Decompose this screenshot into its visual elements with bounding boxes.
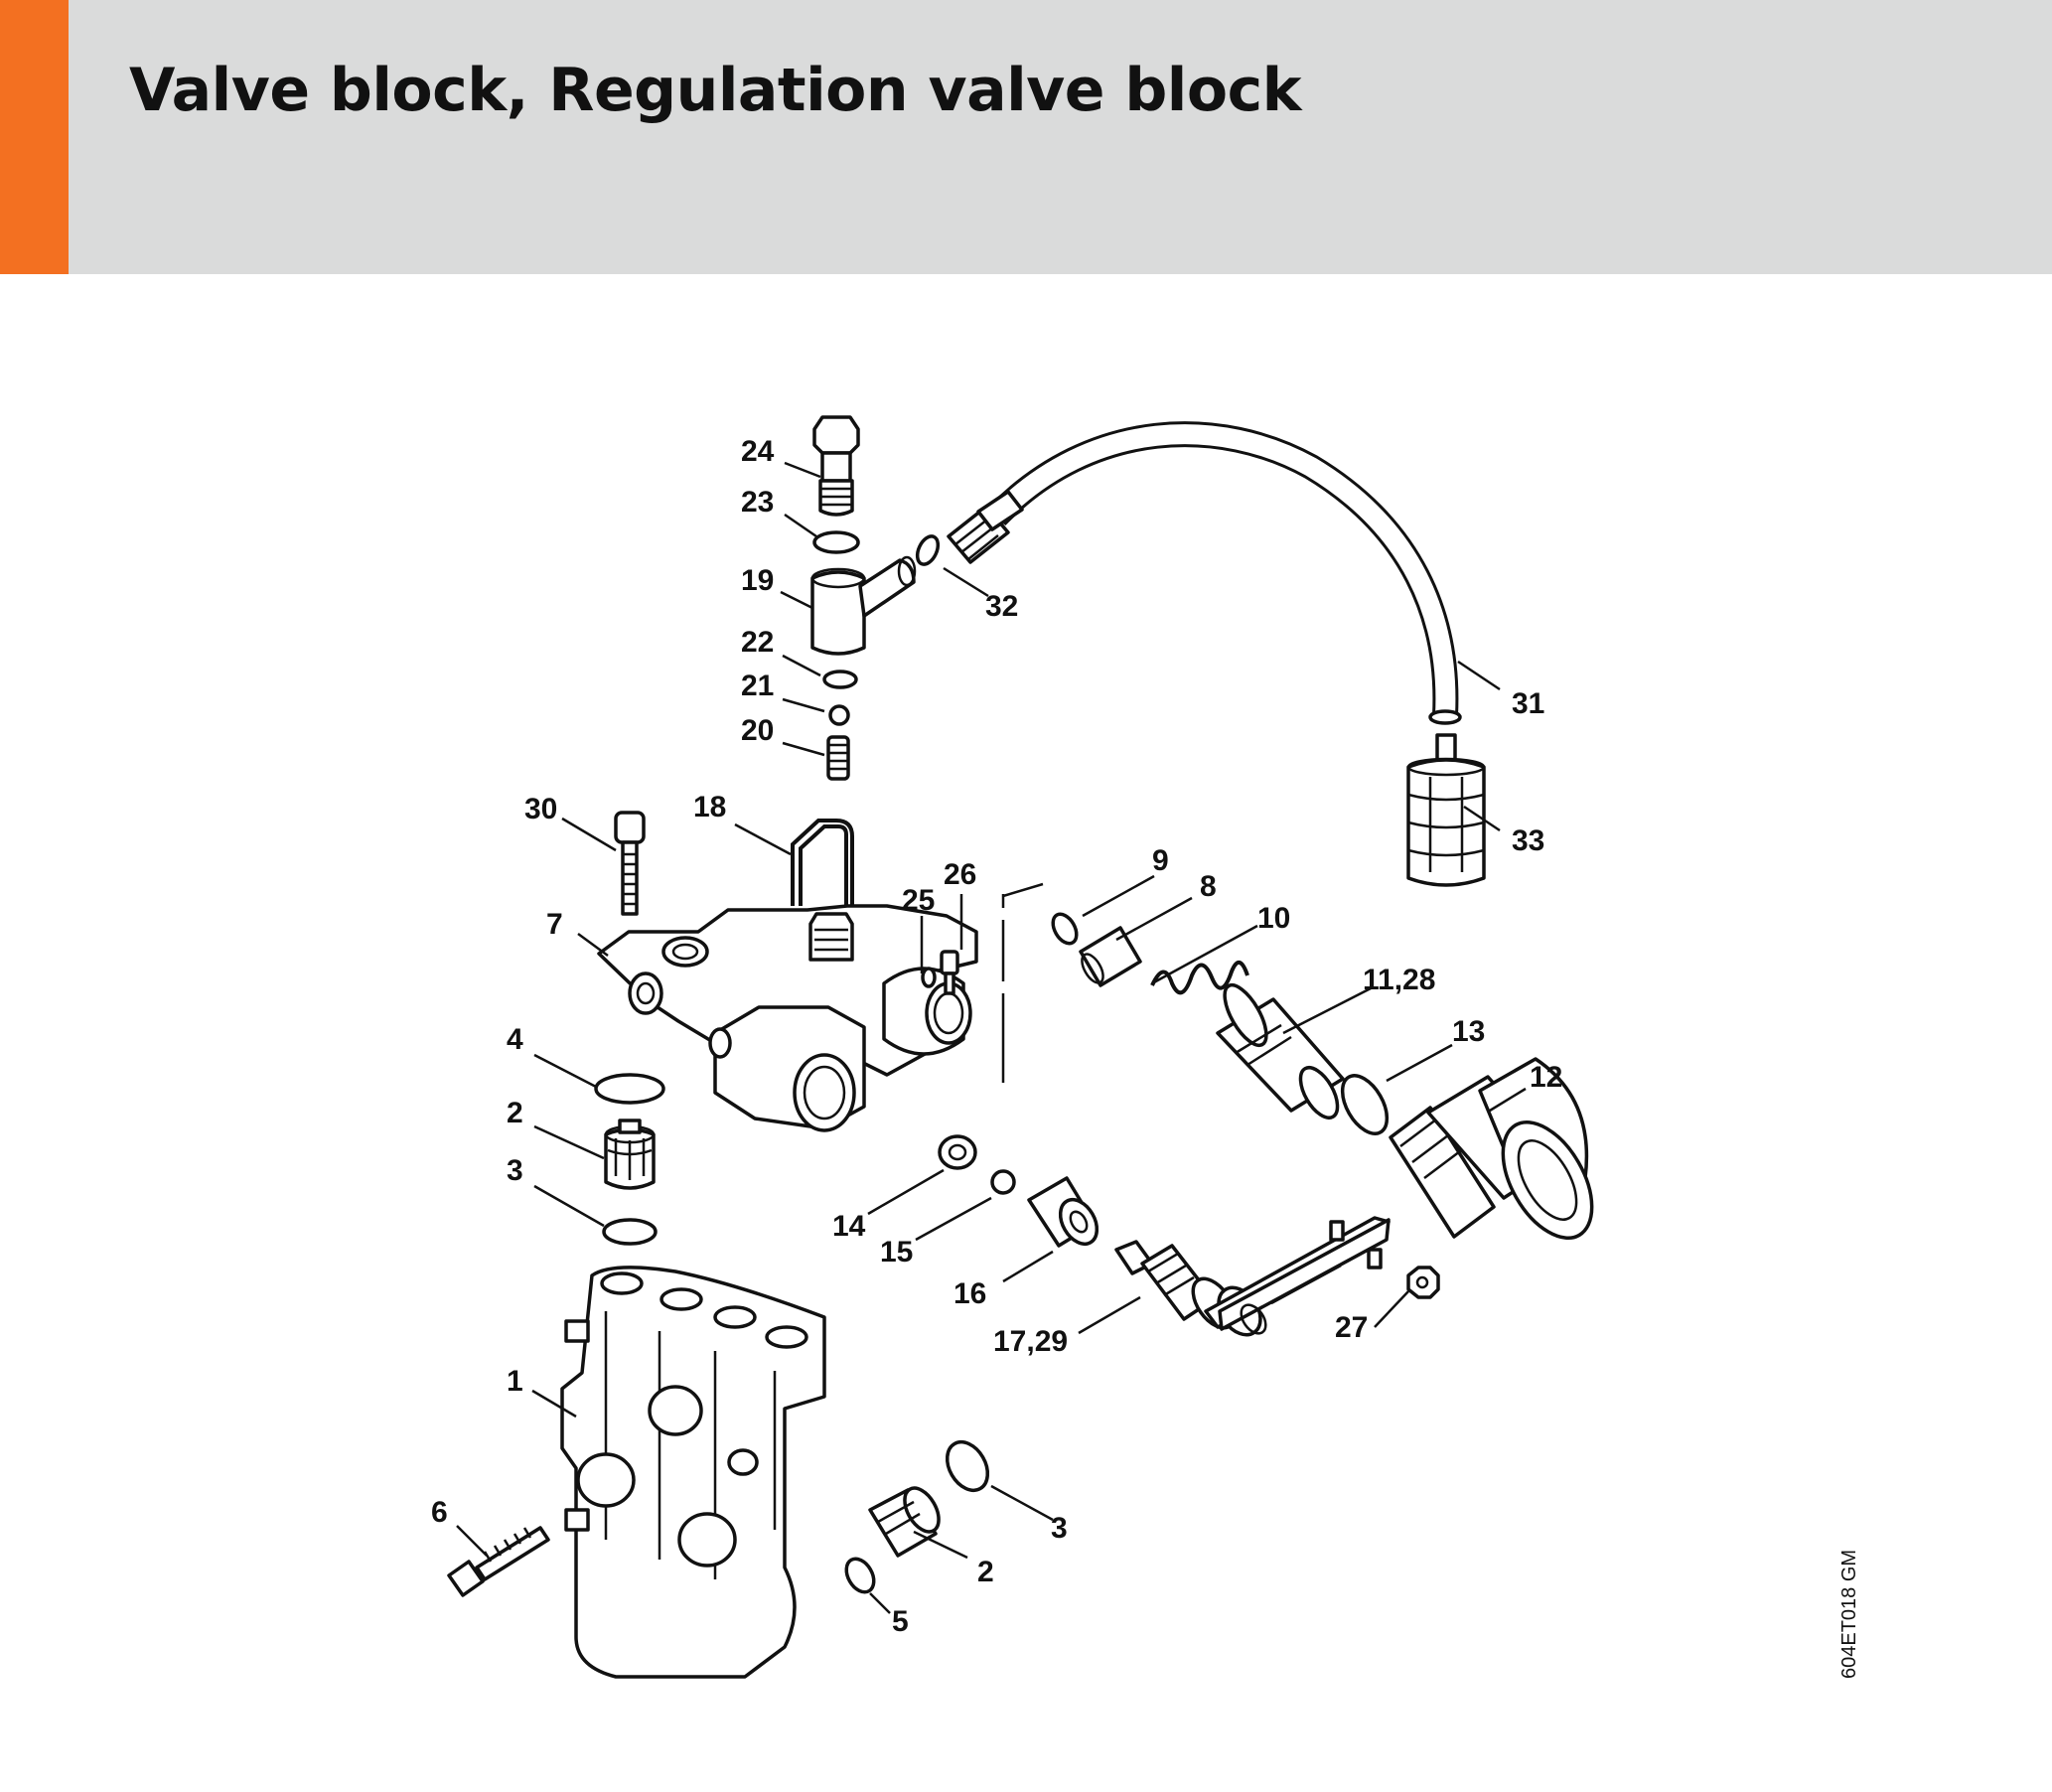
callout-2-upper: 2 xyxy=(507,1097,523,1129)
part-spring-10 xyxy=(1150,961,1249,995)
part-strainer xyxy=(1406,733,1486,887)
part-o-ring-3-upper xyxy=(602,1218,658,1246)
part-valve-2-upper xyxy=(604,1119,656,1190)
callout-3-upper: 3 xyxy=(507,1154,523,1187)
callout-9: 9 xyxy=(1152,844,1169,877)
part-o-ring-13 xyxy=(1340,1074,1390,1135)
callout-25: 25 xyxy=(902,884,935,917)
part-o-ring-3-lower xyxy=(945,1440,990,1492)
part-banjo-bolt xyxy=(812,415,860,517)
callout-1: 1 xyxy=(507,1365,523,1398)
callout-16: 16 xyxy=(953,1277,986,1310)
part-screw-30 xyxy=(614,811,646,916)
callout-30: 30 xyxy=(524,793,557,825)
part-sealing-ring-23 xyxy=(812,530,860,554)
accent-stripe xyxy=(0,0,69,274)
callout-6: 6 xyxy=(431,1496,448,1529)
callout-2-lower: 2 xyxy=(977,1556,994,1588)
part-elbow-housing xyxy=(810,555,917,656)
callout-20: 20 xyxy=(741,714,774,747)
callout-13: 13 xyxy=(1452,1015,1485,1048)
part-spring-20 xyxy=(826,735,850,781)
part-piston-11-28 xyxy=(1216,982,1345,1120)
callout-26: 26 xyxy=(944,858,976,891)
part-valve-seat-8 xyxy=(1079,926,1142,987)
part-screw-26 xyxy=(940,950,959,995)
callout-15: 15 xyxy=(880,1236,913,1269)
callout-21: 21 xyxy=(741,670,774,702)
callout-23: 23 xyxy=(741,486,774,519)
callout-27: 27 xyxy=(1335,1311,1368,1344)
part-screw-6 xyxy=(447,1526,550,1597)
exploded-parts-diagram: 24 23 19 32 22 21 20 31 18 30 33 9 26 25… xyxy=(431,415,1860,1679)
part-valve-2-lower xyxy=(868,1486,941,1558)
callout-7: 7 xyxy=(546,908,563,941)
callout-12: 12 xyxy=(1530,1061,1562,1094)
callout-32: 32 xyxy=(985,590,1018,623)
callout-24: 24 xyxy=(741,435,775,468)
part-screw-plug-12 xyxy=(1389,1057,1594,1241)
callout-19: 19 xyxy=(741,564,774,597)
part-o-ring-9 xyxy=(1051,912,1079,946)
callout-4: 4 xyxy=(507,1023,523,1056)
callout-8: 8 xyxy=(1200,870,1217,903)
callout-33: 33 xyxy=(1512,824,1544,857)
part-o-ring-25 xyxy=(921,967,937,988)
callout-14: 14 xyxy=(832,1210,866,1243)
page-title: Valve block, Regulation valve block xyxy=(129,56,1302,125)
part-valve-seat-16 xyxy=(1027,1176,1099,1248)
callout-5: 5 xyxy=(892,1605,909,1638)
drawing-reference: 604ET018 GM xyxy=(1838,1550,1860,1679)
part-hose xyxy=(947,421,1462,725)
callout-11-28: 11,28 xyxy=(1363,964,1435,996)
callout-17-29: 17,29 xyxy=(993,1325,1068,1358)
part-o-ring-4 xyxy=(594,1073,665,1105)
part-clip xyxy=(791,819,854,914)
part-o-ring-32 xyxy=(915,534,941,566)
header-bar xyxy=(0,0,2052,274)
part-ball-21 xyxy=(828,704,850,726)
part-ball-15 xyxy=(990,1169,1016,1195)
part-o-ring-5 xyxy=(844,1557,876,1594)
callout-22: 22 xyxy=(741,626,774,659)
part-pump-housing xyxy=(560,1266,826,1679)
part-regulator-17-29 xyxy=(1114,1216,1391,1337)
part-nut-27 xyxy=(1406,1266,1440,1299)
part-plug-14 xyxy=(938,1134,977,1170)
callout-labels: 24 23 19 32 22 21 20 31 18 30 33 9 26 25… xyxy=(431,435,1562,1638)
callout-31: 31 xyxy=(1512,687,1544,720)
part-valve-block xyxy=(597,904,978,1132)
part-o-ring-22 xyxy=(822,670,858,689)
callout-3-lower: 3 xyxy=(1051,1512,1068,1545)
leader-lines xyxy=(456,461,1527,1614)
callout-18: 18 xyxy=(693,791,726,823)
callout-10: 10 xyxy=(1257,902,1290,935)
